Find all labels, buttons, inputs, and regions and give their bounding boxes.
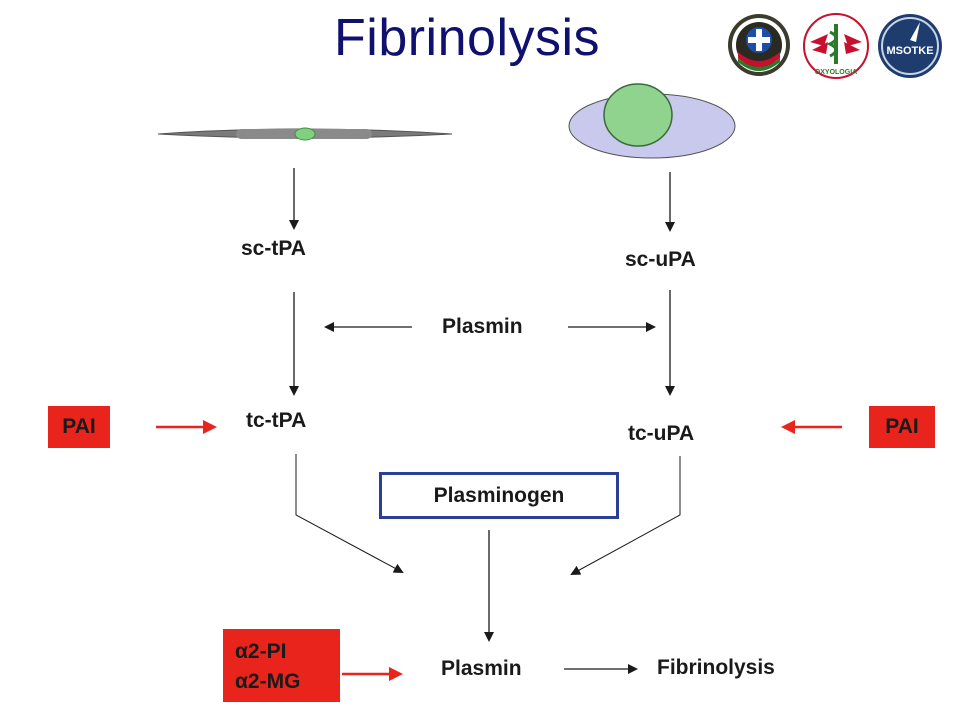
pai-left-box: PAI: [48, 406, 110, 448]
epithelial-cell-icon: [568, 83, 736, 159]
emergency-medicine-seal-logo: [724, 12, 794, 85]
alpha2-pi-label: α2-PI: [235, 640, 287, 663]
oxyologia-logo: OXYOLOGIA: [800, 12, 872, 85]
endothelial-cell-icon: [157, 127, 453, 141]
fibrinolysis-label: Fibrinolysis: [657, 656, 775, 679]
arrow-tc-upa-to-plasmin: [570, 456, 681, 575]
alpha2-mg-label: α2-MG: [235, 670, 301, 693]
tc-tpa-label: tc-tPA: [246, 409, 307, 432]
msotke-logo-text: MSOTKE: [886, 45, 933, 57]
pai-right-box: PAI: [869, 406, 935, 448]
page-title: Fibrinolysis: [334, 9, 601, 67]
plasmin-mid-label: Plasmin: [442, 315, 523, 338]
plasminogen-box: Plasminogen: [379, 472, 619, 519]
sc-tpa-label: sc-tPA: [241, 237, 306, 260]
plasmin-bottom-label: Plasmin: [441, 657, 522, 680]
tc-upa-label: tc-uPA: [628, 422, 695, 445]
arrow-tc-tpa-to-plasmin: [295, 454, 404, 573]
msotke-logo: MSOTKE: [876, 12, 944, 85]
oxyologia-logo-text: OXYOLOGIA: [815, 69, 857, 76]
sc-upa-label: sc-uPA: [625, 248, 696, 271]
alpha-inhibitors-box: α2-PI α2-MG: [223, 629, 340, 702]
